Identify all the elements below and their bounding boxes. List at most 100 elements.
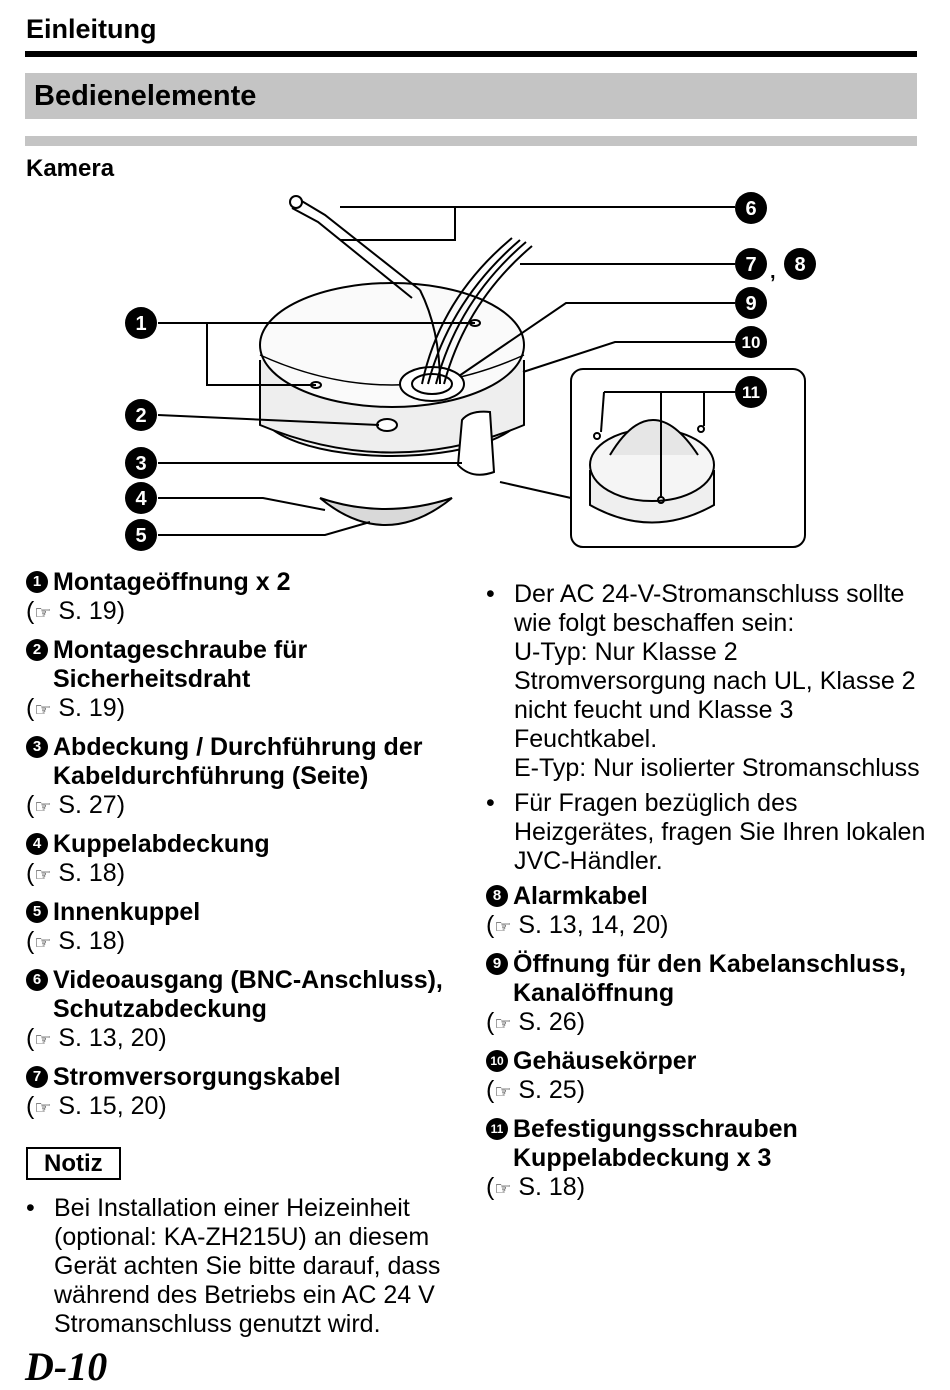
item-title: Befestigungsschrauben Kuppelabdeckung x … bbox=[513, 1115, 798, 1172]
callout-5: 5 bbox=[125, 519, 157, 551]
number-badge: 9 bbox=[486, 953, 508, 975]
notiz-label: Notiz bbox=[26, 1147, 121, 1180]
page-ref: (☞ S. 13, 20) bbox=[26, 1024, 167, 1052]
page-ref-text: S. 25) bbox=[518, 1076, 586, 1104]
title-band: Bedienelemente bbox=[25, 73, 917, 119]
notiz-bullet: •Der AC 24-V-Stromanschluss sollte wie f… bbox=[486, 580, 926, 783]
section-header: Einleitung bbox=[26, 14, 157, 44]
page-ref-text: S. 19) bbox=[58, 694, 126, 722]
page-ref: (☞ S. 27) bbox=[26, 791, 126, 819]
callout-8-label: 8 bbox=[794, 254, 805, 276]
callout-2: 2 bbox=[125, 399, 157, 431]
callout-1: 1 bbox=[125, 307, 157, 339]
item-title: Montageöffnung x 2 bbox=[53, 568, 291, 596]
page-ref-text: S. 13, 14, 20) bbox=[518, 911, 669, 939]
number-badge: 3 bbox=[26, 736, 48, 758]
callout-1-label: 1 bbox=[135, 313, 146, 335]
page-number: D-10 bbox=[25, 1344, 108, 1389]
camera-illustration bbox=[259, 195, 533, 526]
pointing-hand-icon: ☞ bbox=[494, 917, 512, 938]
page-ref: (☞ S. 19) bbox=[26, 694, 126, 722]
callout-9-label: 9 bbox=[745, 293, 756, 315]
item-title: Abdeckung / Durchführung der Kabeldurchf… bbox=[53, 733, 423, 790]
pointing-hand-icon: ☞ bbox=[34, 603, 52, 624]
pointing-hand-icon: ☞ bbox=[34, 700, 52, 721]
leader-lines bbox=[157, 206, 735, 536]
item-title: Montageschraube für Sicherheitsdraht bbox=[53, 636, 308, 693]
callout-9: 9 bbox=[735, 287, 767, 319]
page-ref-text: S. 18) bbox=[58, 927, 126, 955]
item-title: Alarmkabel bbox=[513, 882, 648, 910]
number-badge: 8 bbox=[486, 885, 508, 907]
notiz-bullet: •Für Fragen bezüglich des Heizgerätes, f… bbox=[486, 789, 926, 875]
number-badge: 2 bbox=[26, 639, 48, 661]
pointing-hand-icon: ☞ bbox=[34, 1030, 52, 1051]
number-badge: 11 bbox=[486, 1118, 508, 1140]
camera-diagram: 6 7 , 8 9 10 11 1 2 3 4 5 bbox=[125, 192, 816, 551]
callout-11: 11 bbox=[735, 376, 767, 408]
right-column: •Der AC 24-V-Stromanschluss sollte wie f… bbox=[486, 580, 926, 1212]
number-badge: 5 bbox=[26, 901, 48, 923]
header-rule bbox=[25, 51, 917, 57]
page-ref: (☞ S. 18) bbox=[26, 927, 126, 955]
page-ref: (☞ S. 15, 20) bbox=[26, 1092, 167, 1120]
callout-separator: , bbox=[770, 261, 776, 283]
pointing-hand-icon: ☞ bbox=[34, 865, 52, 886]
page-ref-text: S. 15, 20) bbox=[58, 1092, 167, 1120]
page-ref-text: S. 19) bbox=[58, 597, 126, 625]
page-ref-text: S. 13, 20) bbox=[58, 1024, 167, 1052]
sub-heading: Kamera bbox=[26, 155, 115, 182]
callout-3: 3 bbox=[125, 447, 157, 479]
page-ref-text: S. 18) bbox=[518, 1173, 586, 1201]
page-ref: (☞ S. 26) bbox=[486, 1008, 586, 1036]
page-ref: (☞ S. 18) bbox=[26, 859, 126, 887]
number-badge: 4 bbox=[26, 833, 48, 855]
callout-5-label: 5 bbox=[135, 525, 146, 547]
title-underbar bbox=[25, 136, 917, 146]
pointing-hand-icon: ☞ bbox=[494, 1179, 512, 1200]
item-title: Innenkuppel bbox=[53, 898, 201, 926]
page-ref-text: S. 26) bbox=[518, 1008, 586, 1036]
page-ref: (☞ S. 19) bbox=[26, 597, 126, 625]
item-title: Stromversorgungskabel bbox=[53, 1063, 341, 1091]
pointing-hand-icon: ☞ bbox=[34, 933, 52, 954]
page-ref: (☞ S. 25) bbox=[486, 1076, 586, 1104]
callout-4-label: 4 bbox=[135, 488, 147, 510]
notiz-bullet: •Bei Installation einer Heizeinheit (opt… bbox=[26, 1194, 466, 1339]
page-title: Bedienelemente bbox=[34, 80, 257, 112]
page-ref-text: S. 18) bbox=[58, 859, 126, 887]
callout-7-label: 7 bbox=[745, 254, 756, 276]
page-ref: (☞ S. 18) bbox=[486, 1173, 586, 1201]
number-badge: 7 bbox=[26, 1066, 48, 1088]
callout-6: 6 bbox=[735, 192, 767, 224]
callout-4: 4 bbox=[125, 482, 157, 514]
page-ref-text: S. 27) bbox=[58, 791, 126, 819]
item-title: Videoausgang (BNC-Anschluss), Schutzabde… bbox=[53, 966, 443, 1023]
notiz-bullet-text: Der AC 24-V-Stromanschluss sollte wie fo… bbox=[514, 580, 920, 782]
callout-2-label: 2 bbox=[135, 405, 146, 427]
callout-7: 7 bbox=[735, 248, 767, 280]
item-title: Gehäusekörper bbox=[513, 1047, 697, 1075]
callout-10: 10 bbox=[735, 326, 767, 358]
inset-illustration bbox=[570, 368, 806, 548]
number-badge: 10 bbox=[486, 1050, 508, 1072]
notiz-bullet-text: Bei Installation einer Heizeinheit (opti… bbox=[54, 1194, 441, 1338]
pointing-hand-icon: ☞ bbox=[34, 797, 52, 818]
page-ref: (☞ S. 13, 14, 20) bbox=[486, 911, 669, 939]
pointing-hand-icon: ☞ bbox=[494, 1082, 512, 1103]
pointing-hand-icon: ☞ bbox=[34, 1098, 52, 1119]
callout-3-label: 3 bbox=[135, 453, 146, 475]
item-title: Kuppelabdeckung bbox=[53, 830, 270, 858]
number-badge: 1 bbox=[26, 571, 48, 593]
